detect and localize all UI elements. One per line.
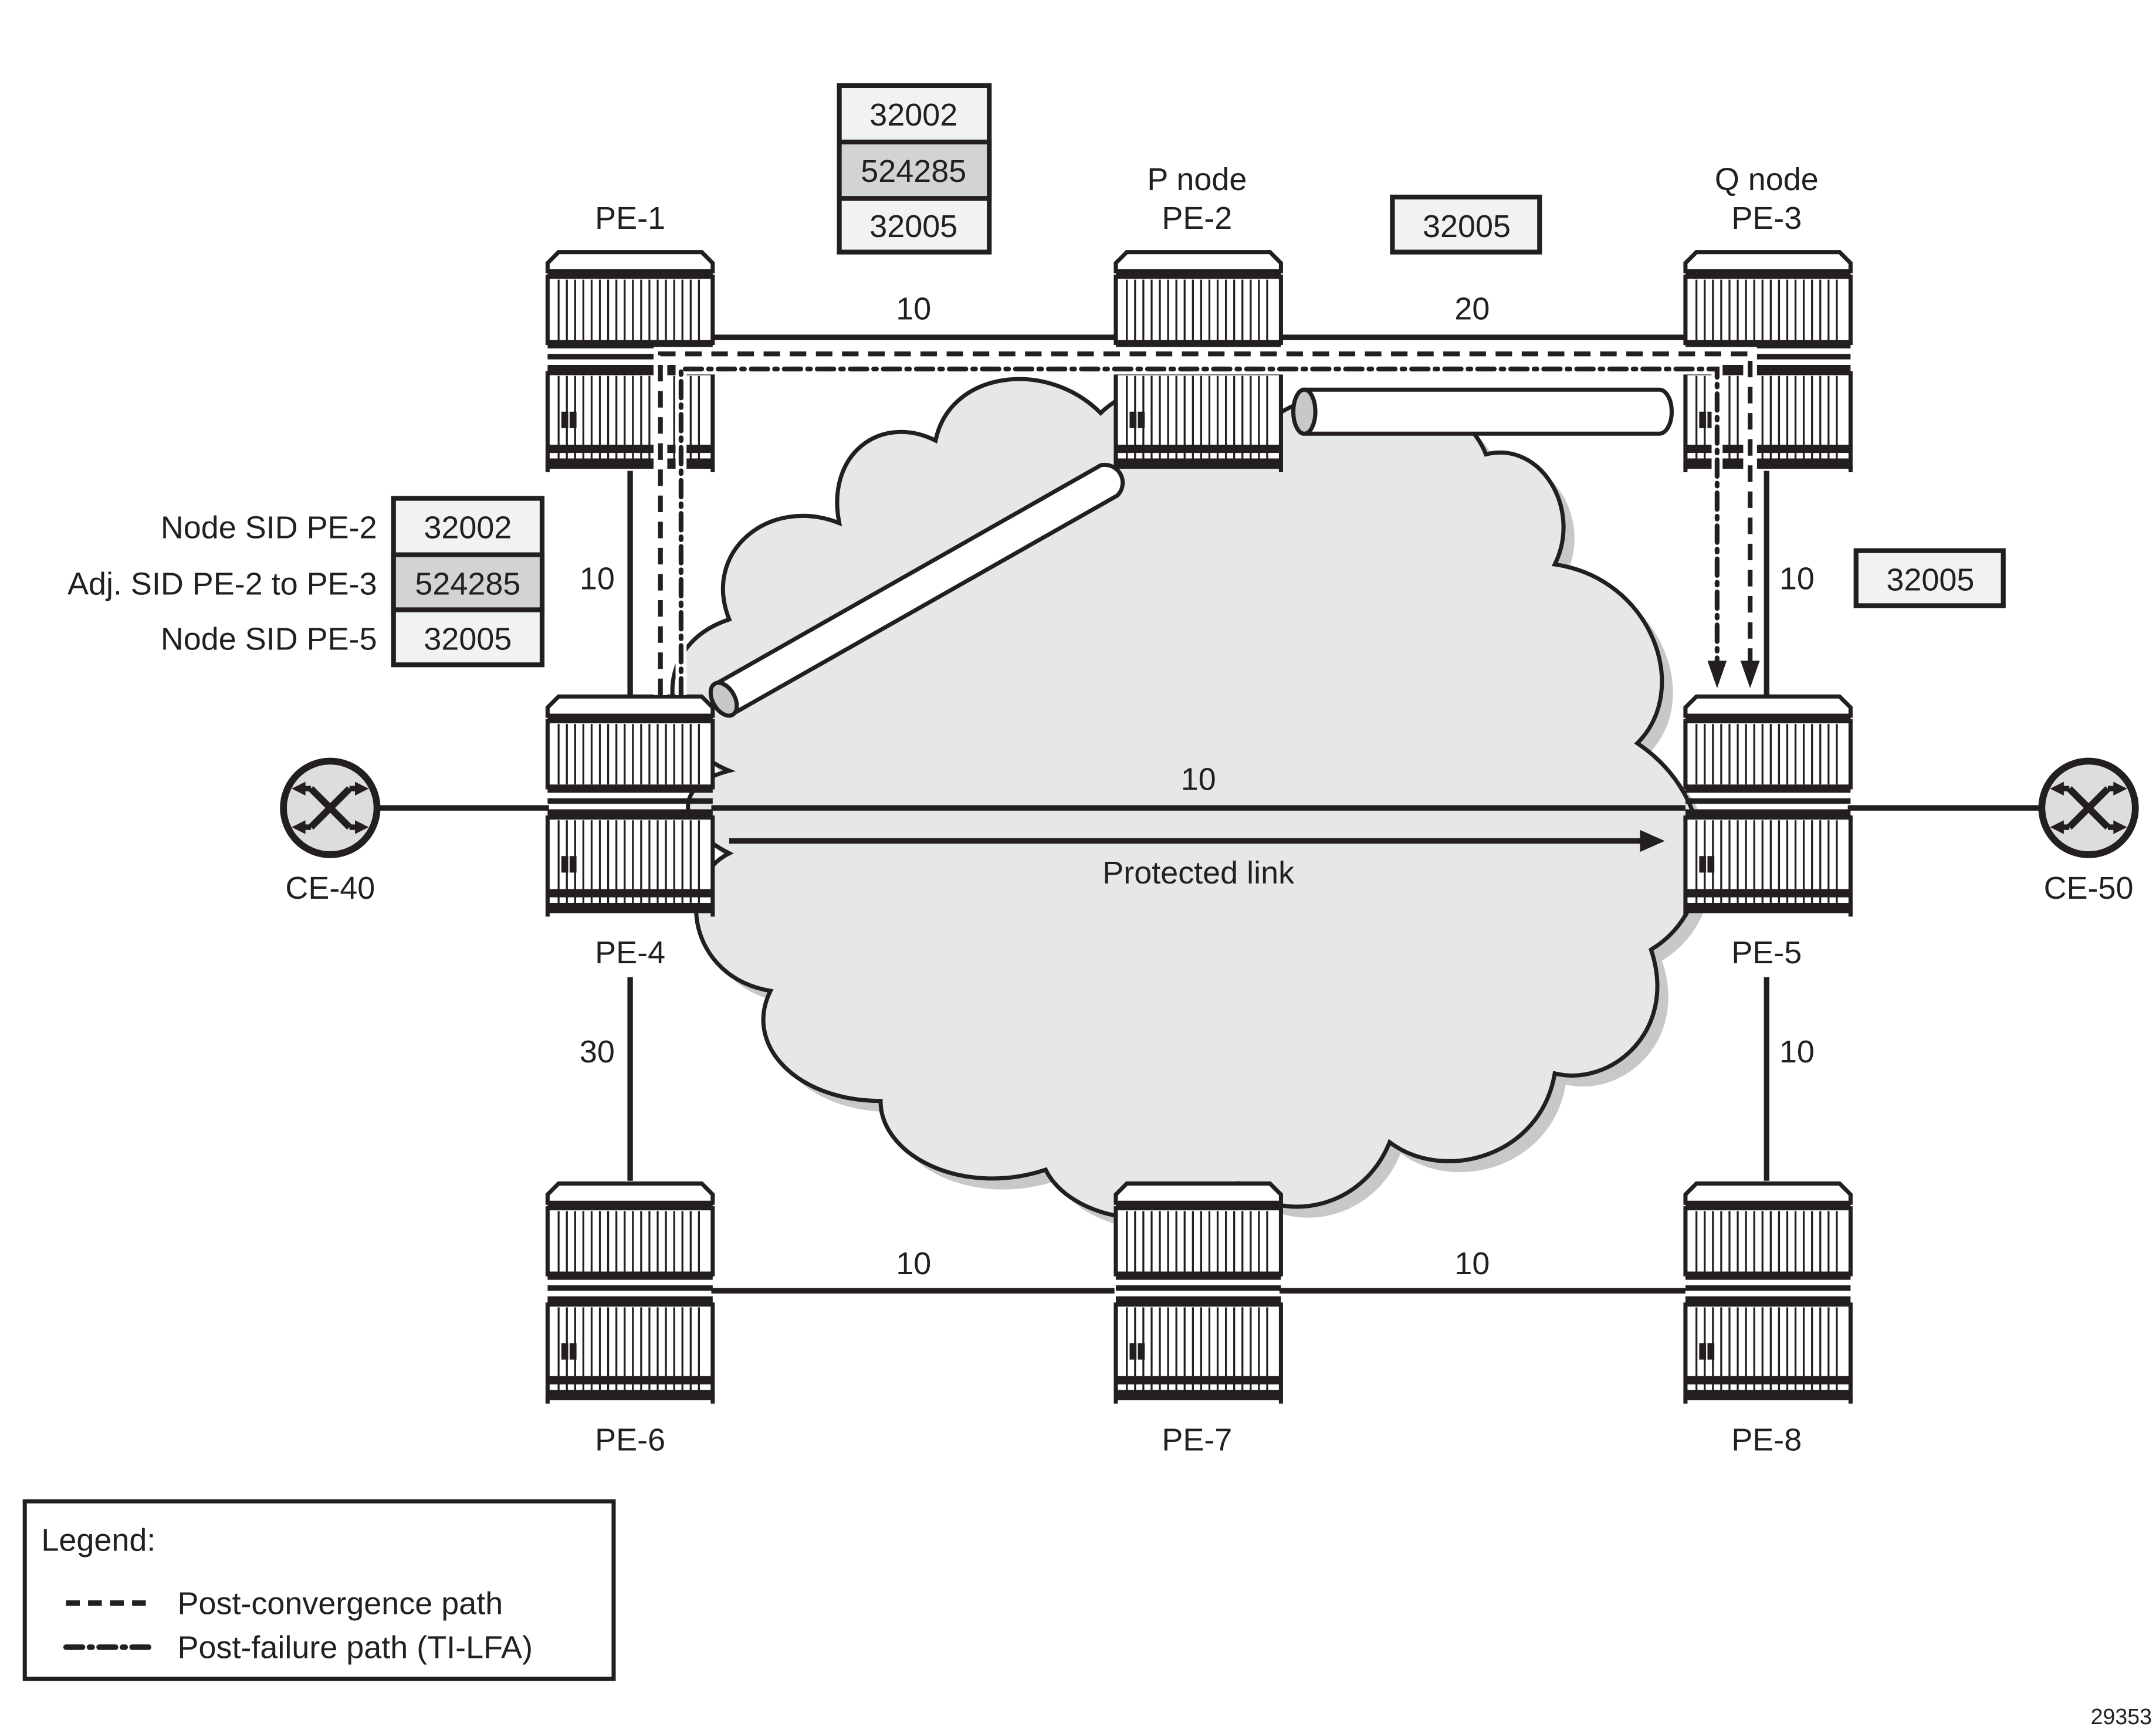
sid-table-value: 524285 [415,567,520,602]
router-pe2-icon [1116,252,1281,472]
protected-link-label: Protected link [1102,855,1295,891]
legend-item-label: Post-failure path (TI-LFA) [178,1630,533,1665]
post-failure-path [675,363,1727,698]
stack-label: 32002 [869,97,957,133]
links [377,334,2042,1294]
legend: Legend: Post-convergence path Post-failu… [22,1499,616,1681]
metric-pe1-pe2: 10 [896,292,931,327]
tunnel-pe2-pe3 [1291,387,1674,436]
sid-table-label: Node SID PE-5 [161,621,377,656]
node-label-ce40: CE-40 [285,871,375,906]
sid-table-value: 32002 [424,510,512,546]
figure-id: 29353 [2091,1704,2152,1729]
node-label-pe6: PE-6 [595,1422,665,1457]
node-role-pe3: Q node [1715,162,1819,197]
igp-cloud [670,377,1712,1230]
stack-label: 32005 [1886,563,1974,598]
label-stack-top: 32002 524285 32005 [837,83,992,255]
metric-pe6-pe7: 10 [896,1246,931,1281]
cloud-shape [670,377,1704,1221]
tunnel-pe4-pe2 [708,462,1125,718]
ce50-switch-icon [2042,761,2135,854]
node-label-ce50: CE-50 [2044,871,2134,906]
protected-link-arrow [729,830,1665,852]
node-label-pe5: PE-5 [1731,935,1802,970]
sid-table-label: Node SID PE-2 [161,510,377,546]
node-label-pe4: PE-4 [595,935,665,970]
node-role-pe2: P node [1147,162,1247,197]
metric-pe2-pe3: 20 [1454,292,1490,327]
legend-item-label: Post-convergence path [178,1586,503,1621]
stack-label: 32005 [869,209,957,244]
label-stack-pe2-pe3: 32005 [1390,194,1542,255]
sid-table-label: Adj. SID PE-2 to PE-3 [67,567,377,602]
stack-label: 32005 [1423,209,1511,244]
node-label-pe2: PE-2 [1162,201,1232,236]
metric-pe4-pe6: 30 [580,1034,615,1069]
node-label-pe3: PE-3 [1731,201,1802,236]
metric-pe7-pe8: 10 [1454,1246,1490,1281]
router-pe7-icon [1116,1183,1281,1403]
metric-pe4-pe5: 10 [1181,762,1216,797]
router-pe1-icon [547,252,712,472]
node-label-pe1: PE-1 [595,201,665,236]
stack-label: 524285 [861,154,966,189]
metric-pe3-pe5: 10 [1779,561,1815,596]
sid-table-value: 32005 [424,621,512,656]
ce40-switch-icon [283,761,377,854]
legend-title: Legend: [41,1523,155,1558]
node-label-pe7: PE-7 [1162,1422,1232,1457]
metric-pe1-pe4: 10 [580,561,615,596]
post-convergence-path [653,347,1760,695]
router-pe8-icon [1685,1183,1850,1403]
metric-pe5-pe8: 10 [1779,1034,1815,1069]
sid-table: Node SID PE-2 32002 Adj. SID PE-2 to PE-… [67,496,545,668]
router-pe3-icon [1685,252,1850,472]
label-stack-pe3-pe5: 32005 [1853,548,2006,608]
node-label-pe8: PE-8 [1731,1422,1802,1457]
router-pe6-icon [547,1183,712,1403]
router-pe5-icon [1685,696,1850,916]
